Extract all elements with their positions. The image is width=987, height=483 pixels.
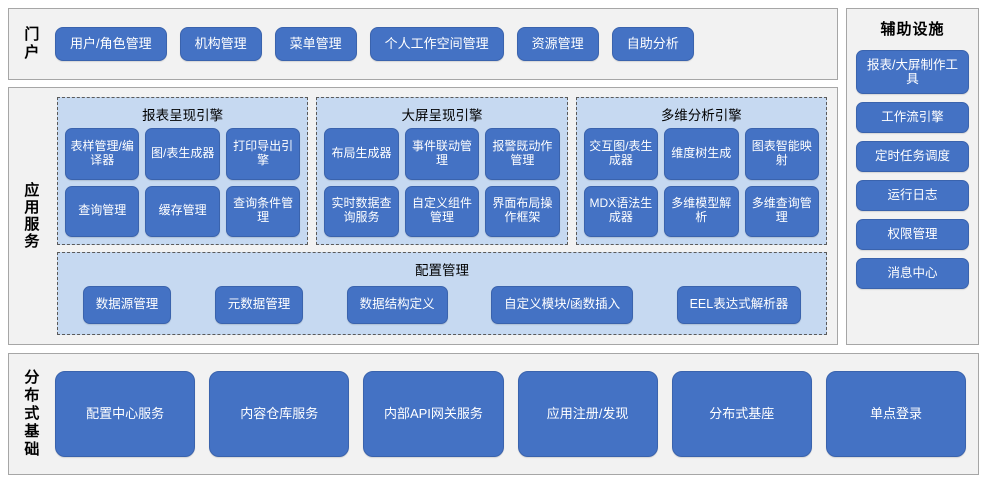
engine-item-ui-layout-operation-framework[interactable]: 界面布局操作框架	[485, 185, 560, 237]
distributed-base-item-internal-api-gateway-service[interactable]: 内部API网关服务	[363, 371, 504, 457]
engine-item-layout-generator[interactable]: 布局生成器	[324, 128, 399, 180]
portal-items: 用户/角色管理 机构管理 菜单管理 个人工作空间管理 资源管理 自助分析	[51, 9, 837, 79]
engine-item-query-condition-management[interactable]: 查询条件管理	[225, 185, 301, 237]
engine-item-realtime-data-query-service[interactable]: 实时数据查询服务	[324, 185, 399, 237]
application-services-band-label-text: 应用服务	[22, 182, 40, 250]
distributed-base-item-app-registration-discovery[interactable]: 应用注册/发现	[517, 371, 658, 457]
portal-item-self-service-analysis[interactable]: 自助分析	[611, 27, 694, 61]
engine-items-large-screen-rendering: 布局生成器 事件联动管理 报警既动作管理 实时数据查询服务 自定义组件管理 界面…	[324, 128, 560, 237]
distributed-base-item-content-repository-service[interactable]: 内容仓库服务	[209, 371, 350, 457]
engine-item-query-management[interactable]: 查询管理	[65, 185, 140, 237]
engine-panel-large-screen-rendering: 大屏呈现引擎 布局生成器 事件联动管理 报警既动作管理 实时数据查询服务 自定义…	[316, 97, 568, 245]
config-item-datasource-management[interactable]: 数据源管理	[82, 285, 172, 324]
auxiliary-item-permission-management[interactable]: 权限管理	[856, 219, 969, 250]
auxiliary-item-message-center[interactable]: 消息中心	[856, 258, 969, 289]
engine-panel-multidimensional-analysis: 多维分析引擎 交互图/表生成器 维度树生成 图表智能映射 MDX语法生成器 多维…	[575, 97, 827, 245]
config-management-items: 数据源管理 元数据管理 数据结构定义 自定义模块/函数插入 EEL表达式解析器	[68, 284, 816, 325]
engine-item-dimension-tree-generation[interactable]: 维度树生成	[664, 128, 739, 180]
engine-items-multidimensional-analysis: 交互图/表生成器 维度树生成 图表智能映射 MDX语法生成器 多维模型解析 多维…	[583, 128, 819, 237]
auxiliary-item-scheduled-task-scheduler[interactable]: 定时任务调度	[856, 141, 969, 172]
distributed-base-item-single-sign-on[interactable]: 单点登录	[825, 371, 967, 457]
distributed-base-item-config-center-service[interactable]: 配置中心服务	[55, 371, 196, 457]
engine-items-report-rendering: 表样管理/编译器 图/表生成器 打印导出引擎 查询管理 缓存管理 查询条件管理	[65, 128, 301, 237]
engine-item-print-export-engine[interactable]: 打印导出引擎	[225, 128, 301, 180]
portal-band-label: 门户	[9, 9, 51, 79]
config-item-custom-module-function-insert[interactable]: 自定义模块/函数插入	[491, 285, 634, 324]
auxiliary-item-runtime-log[interactable]: 运行日志	[856, 180, 969, 211]
portal-item-menu-management[interactable]: 菜单管理	[274, 27, 357, 61]
auxiliary-item-report-dashboard-authoring-tool[interactable]: 报表/大屏制作工具	[856, 50, 969, 94]
config-management-title: 配置管理	[415, 263, 469, 278]
config-management-panel: 配置管理 数据源管理 元数据管理 数据结构定义 自定义模块/函数插入 EEL表达…	[57, 252, 827, 335]
engine-item-custom-component-management[interactable]: 自定义组件管理	[404, 185, 480, 237]
portal-item-org-management[interactable]: 机构管理	[179, 27, 262, 61]
application-services-body: 报表呈现引擎 表样管理/编译器 图/表生成器 打印导出引擎 查询管理 缓存管理 …	[51, 88, 837, 344]
distributed-base-band: 分布式基础 配置中心服务 内容仓库服务 内部API网关服务 应用注册/发现 分布…	[8, 353, 979, 475]
engine-item-chart-table-generator[interactable]: 图/表生成器	[145, 128, 220, 180]
auxiliary-item-workflow-engine[interactable]: 工作流引擎	[856, 102, 969, 133]
engine-item-chart-smart-mapping[interactable]: 图表智能映射	[744, 128, 819, 180]
application-services-band: 应用服务 报表呈现引擎 表样管理/编译器 图/表生成器 打印导出引擎 查询管理	[8, 87, 838, 345]
distributed-base-item-distributed-foundation[interactable]: 分布式基座	[671, 371, 812, 457]
engine-panel-report-rendering: 报表呈现引擎 表样管理/编译器 图/表生成器 打印导出引擎 查询管理 缓存管理 …	[57, 97, 309, 245]
upper-region: 门户 用户/角色管理 机构管理 菜单管理 个人工作空间管理 资源管理 自助分析 …	[8, 8, 979, 345]
config-item-data-structure-definition[interactable]: 数据结构定义	[346, 285, 448, 324]
engines-row: 报表呈现引擎 表样管理/编译器 图/表生成器 打印导出引擎 查询管理 缓存管理 …	[57, 97, 827, 245]
engine-item-event-linkage-management[interactable]: 事件联动管理	[404, 128, 480, 180]
engine-item-multidimensional-model-parsing[interactable]: 多维模型解析	[664, 185, 739, 237]
engine-item-interactive-chart-table-generator[interactable]: 交互图/表生成器	[583, 128, 659, 180]
auxiliary-facilities-title: 辅助设施	[880, 21, 945, 38]
portal-item-personal-workspace-management[interactable]: 个人工作空间管理	[369, 27, 504, 61]
engine-title-large-screen-rendering: 大屏呈现引擎	[401, 108, 483, 123]
auxiliary-facilities-panel: 辅助设施 报表/大屏制作工具 工作流引擎 定时任务调度 运行日志 权限管理 消息…	[846, 8, 979, 345]
portal-item-user-role-management[interactable]: 用户/角色管理	[55, 27, 167, 61]
engine-item-cache-management[interactable]: 缓存管理	[145, 185, 220, 237]
application-services-band-label: 应用服务	[9, 88, 51, 344]
engine-item-mdx-syntax-generator[interactable]: MDX语法生成器	[583, 185, 659, 237]
config-item-metadata-management[interactable]: 元数据管理	[214, 285, 304, 324]
distributed-base-band-label-text: 分布式基础	[22, 369, 40, 459]
engine-title-multidimensional-analysis: 多维分析引擎	[660, 108, 742, 123]
engine-item-multidimensional-query-management[interactable]: 多维查询管理	[744, 185, 819, 237]
engine-item-alarm-action-management[interactable]: 报警既动作管理	[485, 128, 560, 180]
engine-title-report-rendering: 报表呈现引擎	[142, 108, 224, 123]
distributed-base-band-label: 分布式基础	[9, 354, 51, 474]
distributed-base-items: 配置中心服务 内容仓库服务 内部API网关服务 应用注册/发现 分布式基座 单点…	[51, 354, 978, 474]
portal-band-label-text: 门户	[22, 26, 40, 62]
portal-band: 门户 用户/角色管理 机构管理 菜单管理 个人工作空间管理 资源管理 自助分析	[8, 8, 838, 80]
config-item-eel-expression-parser[interactable]: EEL表达式解析器	[676, 285, 802, 324]
left-column: 门户 用户/角色管理 机构管理 菜单管理 个人工作空间管理 资源管理 自助分析 …	[8, 8, 838, 345]
engine-item-template-management-compiler[interactable]: 表样管理/编译器	[65, 128, 140, 180]
portal-item-resource-management[interactable]: 资源管理	[516, 27, 599, 61]
